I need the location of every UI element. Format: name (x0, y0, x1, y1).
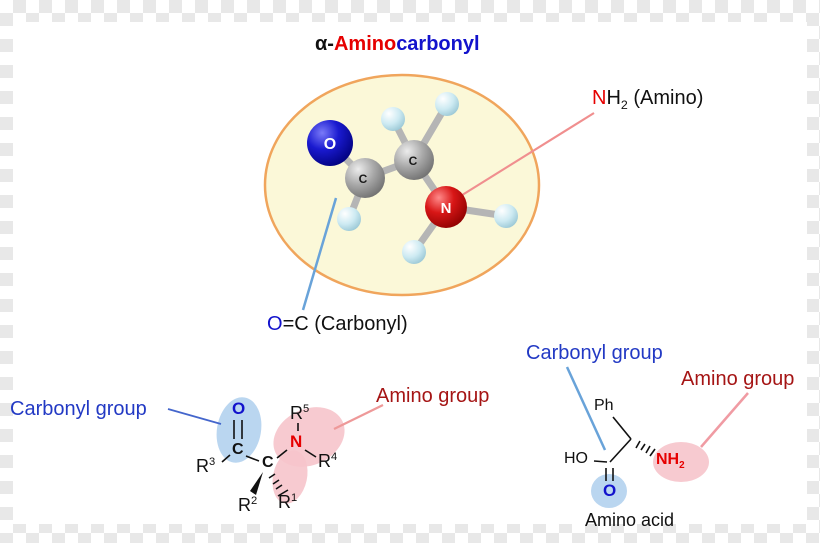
left-carbonyl-callout-line (167, 408, 222, 425)
right-carbonyl-highlight (591, 474, 627, 508)
diagram-title: α-Aminocarbonyl (315, 33, 480, 55)
r3-label: R3 (196, 456, 216, 476)
carbon-atom-2-label: C (409, 154, 418, 168)
hash-bond-r1 (268, 473, 289, 497)
ph-label: Ph (594, 397, 614, 414)
left-amino-callout-line (333, 404, 384, 430)
left-structure-bonds (221, 420, 317, 463)
left-central-c-label: C (262, 454, 274, 471)
amino-h: H (606, 87, 621, 109)
hydrogen-atom (381, 107, 405, 131)
nh2-label: NH2 (656, 451, 685, 472)
hydrogen-atom (402, 240, 426, 264)
carbonyl-callout-line (301, 197, 338, 311)
left-carbonyl-c-label: C (232, 441, 244, 458)
carbonyl-tail: =C (Carbonyl) (282, 313, 408, 335)
carbon-atom-2 (394, 140, 434, 180)
right-structure-bonds (593, 416, 632, 481)
right-amino-highlight (653, 442, 709, 482)
left-carbonyl-group-heading: Carbonyl group (10, 398, 147, 420)
right-carbonyl-callout-line (565, 366, 607, 451)
ho-label: HO (564, 450, 588, 467)
amino-tail: (Amino) (627, 87, 704, 109)
hydrogen-atom (337, 207, 361, 231)
carbon-atom-1 (345, 158, 385, 198)
right-amino-callout-line (700, 392, 749, 448)
hydrogen-atom (435, 92, 459, 116)
title-alpha: α- (315, 33, 334, 55)
right-o-label: O (603, 481, 617, 500)
left-o-label: O (232, 399, 246, 418)
title-amino: Amino (333, 33, 397, 55)
amino-callout-label: NH2 (Amino) (592, 87, 703, 113)
r4-label: R4 (318, 451, 338, 471)
wedge-bond-r2 (250, 472, 263, 495)
amino-sub: 2 (620, 98, 628, 112)
right-carbonyl-group-heading: Carbonyl group (526, 342, 663, 364)
r5-label: R5 (290, 403, 310, 423)
carbonyl-callout-label: O=C (Carbonyl) (267, 313, 408, 335)
amino-acid-caption: Amino acid (585, 510, 675, 530)
carbonyl-o: O (267, 313, 283, 335)
left-n-label: N (290, 432, 303, 451)
left-carbonyl-highlight (216, 397, 262, 463)
nitrogen-atom-label: N (441, 200, 452, 217)
r2-label: R2 (238, 495, 258, 515)
carbon-atom-1-label: C (359, 172, 368, 186)
molecule-highlight-ellipse (263, 73, 541, 297)
oxygen-atom (307, 120, 353, 166)
nitrogen-atom (425, 186, 467, 228)
r1-label: R1 (278, 492, 298, 512)
oxygen-atom-label: O (324, 136, 336, 153)
left-amino-group-heading: Amino group (376, 385, 490, 407)
hydrogen-atom (494, 204, 518, 228)
title-carbonyl: carbonyl (396, 33, 480, 55)
right-amino-group-heading: Amino group (681, 368, 795, 390)
left-amino-highlight-tail (272, 450, 308, 504)
amino-callout-line (458, 112, 595, 198)
amino-n: N (592, 87, 607, 109)
hash-bond-nh2 (635, 440, 656, 457)
